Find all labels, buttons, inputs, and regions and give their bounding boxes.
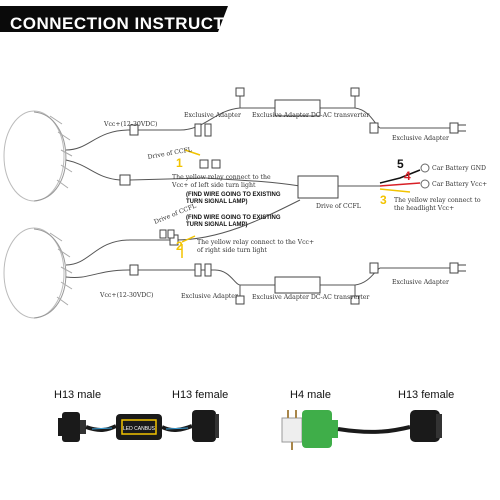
h13-female-socket-icon-left	[192, 410, 219, 442]
find-wire-note-a-line1: (FIND WIRE GOING TO EXISTING	[186, 192, 281, 198]
adapter-label-bottom-left: Exclusive Adapter	[181, 293, 238, 300]
bottom-components	[129, 229, 466, 305]
h13-male-label: H13 male	[54, 389, 101, 401]
h13-male-plug-icon	[58, 412, 86, 442]
header-banner: CONNECTION INSTRUCTION	[0, 6, 256, 33]
relay-left-line2: Vcc+ of left side turn light	[171, 182, 256, 189]
voltage-label-bottom: Vcc+(12-30VDC)	[99, 292, 153, 299]
relay-leads	[181, 149, 201, 258]
number-1: 1	[176, 156, 183, 170]
adapter-label-top-right: Exclusive Adapter	[392, 135, 449, 142]
top-components	[119, 87, 466, 186]
drive-label-top: Drive of CCFL	[147, 146, 192, 161]
drive-label-center: Drive of CCFL	[316, 203, 361, 210]
top-harness	[65, 96, 450, 187]
number-2: 2	[176, 239, 183, 253]
page-title: CONNECTION INSTRUCTION	[10, 14, 257, 33]
h4-male-plug-icon	[281, 410, 338, 450]
voltage-label-top: Vcc+(12-30VDC)	[103, 121, 157, 128]
h4-male-label: H4 male	[290, 389, 331, 401]
number-4: 4	[404, 169, 411, 183]
ccfl-drive-box	[297, 175, 380, 199]
relay-headlight-line2: the headlight Vcc+	[394, 205, 454, 212]
h13-female-label-left: H13 female	[172, 389, 228, 401]
relay-right-line2: of right side turn light	[197, 247, 267, 254]
find-wire-note-b-line2: TURN SIGNAL LAMP)	[186, 222, 248, 228]
headlamp-bottom	[3, 227, 73, 319]
adapter-label-top-left: Exclusive Adapter	[184, 112, 241, 119]
adapter-label-bottom-right: Exclusive Adapter	[392, 279, 449, 286]
battery-vcc-label: Car Battery Vcc+	[432, 181, 487, 188]
adapter-dcac-label-top: Exclusive Adapter DC-AC transverter	[252, 112, 369, 119]
h13-female-label-right: H13 female	[398, 389, 454, 401]
number-3: 3	[380, 193, 387, 207]
relay-right-line1: The yellow relay connect to the Vcc+	[197, 239, 314, 246]
headlamp-top	[3, 110, 73, 202]
battery-gnd-label: Car Battery GND	[432, 165, 486, 172]
relay-left-line1: The yellow relay connect to the	[172, 174, 271, 181]
h13-female-socket-icon-right	[410, 410, 442, 442]
number-5: 5	[397, 157, 404, 171]
adapter-dcac-label-bottom: Exclusive Adapter DC-AC transverter	[252, 294, 369, 301]
banner-shape	[0, 6, 228, 32]
find-wire-note-a-line2: TURN SIGNAL LAMP)	[186, 199, 248, 205]
relay-headlight-line1: The yellow relay connect to	[394, 197, 481, 204]
canbus-cable-group: H13 male H13 female LED CANBUS	[54, 389, 228, 442]
find-wire-note-b-line1: (FIND WIRE GOING TO EXISTING	[186, 215, 281, 221]
h4-adapter-group: H4 male H13 female	[281, 389, 454, 450]
battery-wires	[379, 163, 430, 193]
canbus-label: LED CANBUS	[123, 426, 156, 432]
